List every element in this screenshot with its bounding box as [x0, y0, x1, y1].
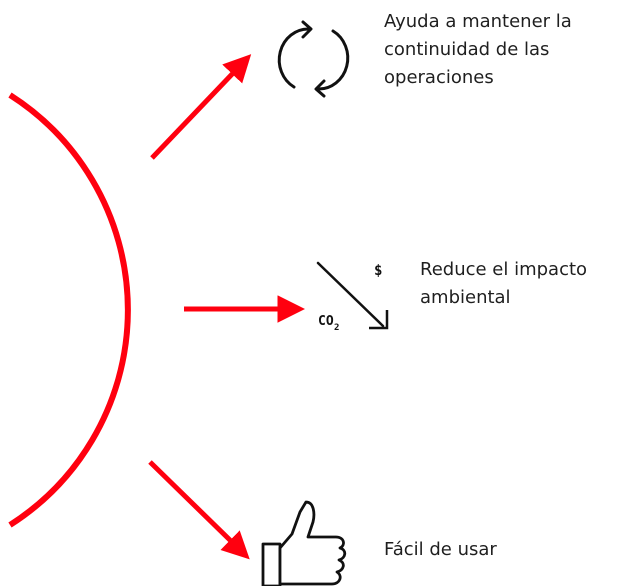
central-arc [8, 92, 131, 528]
arrow-to-ease-of-use [148, 460, 250, 560]
co2-cost-reduction-icon: $ CO 2 [316, 261, 389, 333]
environment-label: Reduce el impacto ambiental [420, 259, 588, 308]
trend-arrowhead-icon [369, 310, 389, 330]
currency-symbol: $ [374, 263, 382, 279]
continuity-label: Ayuda a mantener la continuidad de las o… [384, 11, 572, 88]
ease-of-use-label: Fácil de usar [384, 539, 497, 560]
co2-label: CO [318, 314, 334, 329]
co2-subscript: 2 [334, 323, 339, 333]
downward-trend-icon [316, 261, 385, 328]
thumb-cuff-icon [261, 542, 282, 586]
thumbs-up-icon [261, 500, 347, 586]
arrow-to-continuity [150, 54, 252, 160]
refresh-cycle-icon [277, 20, 350, 98]
